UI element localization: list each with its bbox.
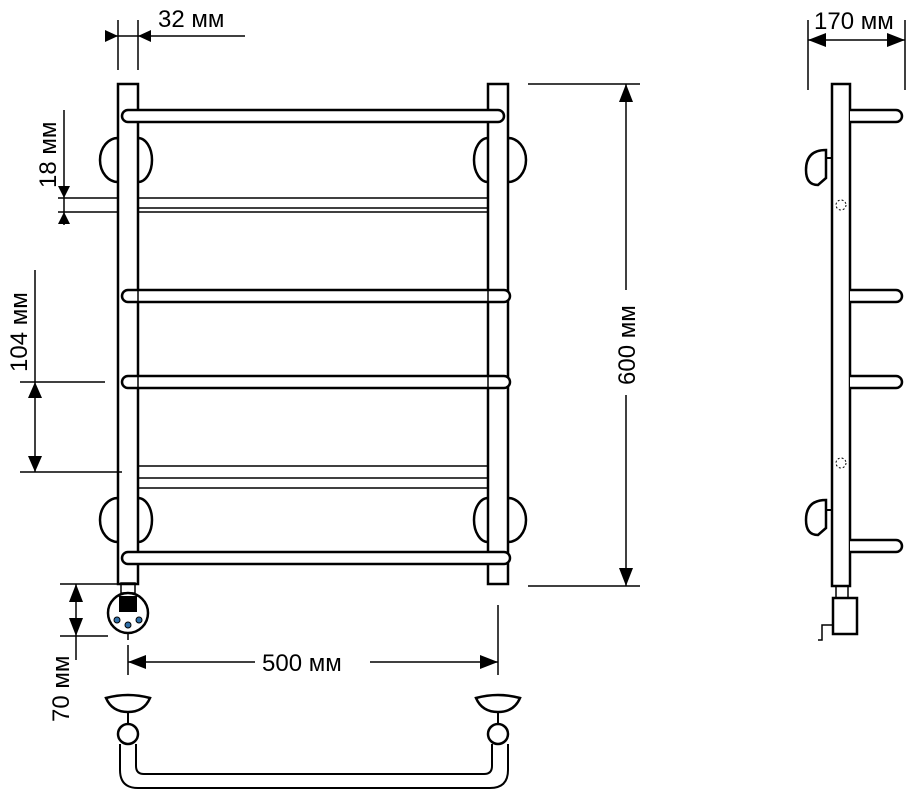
post-width-label: 32 мм (158, 6, 224, 33)
heating-element (106, 582, 150, 640)
towel-bar (120, 550, 512, 566)
left-post (116, 82, 140, 586)
wall-mount-bottom-left (98, 496, 154, 544)
towel-bar (120, 374, 512, 390)
depth-label: 170 мм (814, 8, 894, 35)
panel-rect (137, 197, 489, 209)
dimension-bottom-offset: 70 мм (48, 583, 118, 722)
top-view (104, 693, 522, 789)
bar-thickness-label: 18 мм (35, 122, 62, 188)
dimension-bar-spacing: 104 мм (6, 270, 122, 473)
dimension-depth: 170 мм (807, 8, 906, 90)
right-post (486, 82, 510, 586)
panel-rect (137, 477, 489, 489)
dimension-bar-thickness: 18 мм (35, 110, 118, 225)
towel-bar (120, 288, 512, 304)
dimension-height: 600 мм (528, 83, 641, 587)
towel-bar (120, 108, 506, 124)
bar-spacing-label: 104 мм (6, 292, 33, 372)
side-view: 170 мм (804, 8, 906, 641)
wall-mount-top-right (472, 136, 528, 184)
panel-rect (137, 211, 489, 467)
wall-mount-bottom-right (472, 496, 528, 544)
dimension-width: 500 мм (127, 605, 499, 677)
wall-mount-top-left (98, 136, 154, 184)
front-view: 32 мм 18 мм 104 мм 600 (6, 6, 641, 722)
width-label: 500 мм (262, 650, 342, 677)
height-label: 600 мм (614, 305, 641, 385)
dimension-post-width: 32 мм (105, 6, 245, 70)
bottom-offset-label: 70 мм (48, 656, 75, 722)
